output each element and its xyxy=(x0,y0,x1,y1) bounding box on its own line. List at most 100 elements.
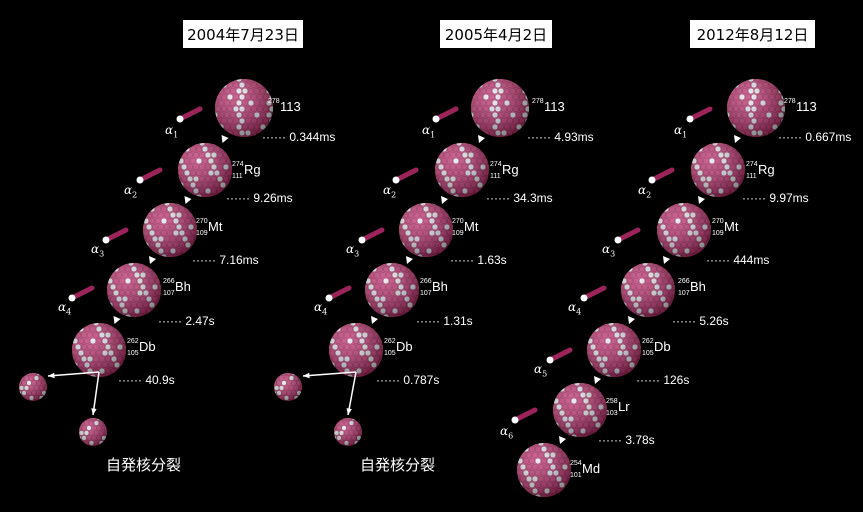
nucleus xyxy=(517,443,571,497)
alpha-label: α2 xyxy=(124,183,138,200)
alpha-particle xyxy=(511,416,519,424)
fission-arrowhead xyxy=(48,372,55,379)
halflife-time: ······ 0.344ms xyxy=(262,130,336,144)
spontaneous-fission-label: 自発核分裂 xyxy=(360,456,436,474)
decay-arrow xyxy=(559,436,566,444)
alpha-trail xyxy=(581,285,607,301)
decay-arrow xyxy=(406,256,413,264)
halflife-time: ······ 5.26s xyxy=(672,314,729,328)
spontaneous-fission-label: 自発核分裂 xyxy=(106,456,182,474)
halflife-time: ······ 1.63s xyxy=(450,253,507,267)
nucleus xyxy=(143,203,197,257)
nucleus xyxy=(215,79,273,137)
decay-arrow xyxy=(478,135,485,143)
alpha-particle xyxy=(432,115,440,123)
alpha-label: α4 xyxy=(314,300,328,317)
alpha-label: α5 xyxy=(534,362,548,379)
alpha-label: α3 xyxy=(91,242,105,259)
alpha-particle xyxy=(546,356,554,364)
nucleus xyxy=(657,203,711,257)
alpha-trail xyxy=(359,227,385,243)
fission-arrowhead xyxy=(346,408,352,415)
alpha-particle xyxy=(392,176,400,184)
alpha-label: α4 xyxy=(58,300,72,317)
nucleus xyxy=(72,323,126,377)
decay-arrow xyxy=(221,135,229,143)
halflife-time: ······ 4.93ms xyxy=(527,130,594,144)
decay-arrow xyxy=(113,316,121,324)
alpha-particle xyxy=(102,236,110,244)
halflife-time: ······ 40.9s xyxy=(118,373,175,387)
alpha-particle xyxy=(358,236,366,244)
alpha-particle xyxy=(176,115,184,123)
nucleus xyxy=(178,143,232,197)
nucleus xyxy=(107,263,161,317)
alpha-trail xyxy=(137,167,163,183)
alpha-trail xyxy=(615,227,641,243)
alpha-particle xyxy=(648,176,656,184)
alpha-trail xyxy=(103,227,129,243)
alpha-label: α2 xyxy=(383,183,397,200)
alpha-label: α3 xyxy=(346,242,360,259)
halflife-time: ······ 34.3ms xyxy=(486,191,553,205)
alpha-particle xyxy=(686,115,694,123)
fission-arrow xyxy=(302,371,357,377)
alpha-trail xyxy=(393,167,419,183)
halflife-time: ······ 1.31s xyxy=(416,314,473,328)
alpha-label: α1 xyxy=(422,123,436,140)
decay-arrow xyxy=(663,256,670,264)
fission-arrowhead xyxy=(91,408,97,415)
decay-arrow xyxy=(184,196,192,204)
alpha-label: α6 xyxy=(500,424,514,441)
date-box-2005: 2005年4月2日 xyxy=(440,20,552,48)
alpha-label: α2 xyxy=(638,183,652,200)
decay-arrow xyxy=(628,316,635,324)
alpha-particle xyxy=(580,294,588,302)
alpha-particle xyxy=(136,176,144,184)
nucleus xyxy=(365,263,419,317)
fission-arrow xyxy=(347,371,357,416)
alpha-label: α1 xyxy=(165,123,179,140)
decay-arrow xyxy=(734,135,741,143)
halflife-time: ······ 0.787s xyxy=(376,373,440,387)
halflife-time: ······ 0.667ms xyxy=(778,130,852,144)
alpha-trail xyxy=(69,285,95,301)
fission-arrow xyxy=(92,371,100,416)
decay-arrow xyxy=(371,316,378,324)
nucleus xyxy=(471,79,529,137)
alpha-trail xyxy=(649,167,675,183)
decay-arrow xyxy=(149,256,156,264)
decay-arrow xyxy=(594,376,601,384)
nucleus xyxy=(621,263,675,317)
fission-fragment xyxy=(334,418,362,446)
halflife-time: ······ 7.16ms xyxy=(192,253,259,267)
decay-arrow xyxy=(698,196,705,204)
nucleus xyxy=(399,203,453,257)
nucleus xyxy=(553,383,607,437)
alpha-particle xyxy=(68,294,76,302)
halflife-time: ······ 3.78s xyxy=(598,433,655,447)
fission-fragment xyxy=(79,418,107,446)
alpha-label: α4 xyxy=(568,300,582,317)
halflife-time: ······ 126s xyxy=(636,373,690,387)
alpha-label: α1 xyxy=(674,123,688,140)
alpha-trail xyxy=(326,285,352,301)
